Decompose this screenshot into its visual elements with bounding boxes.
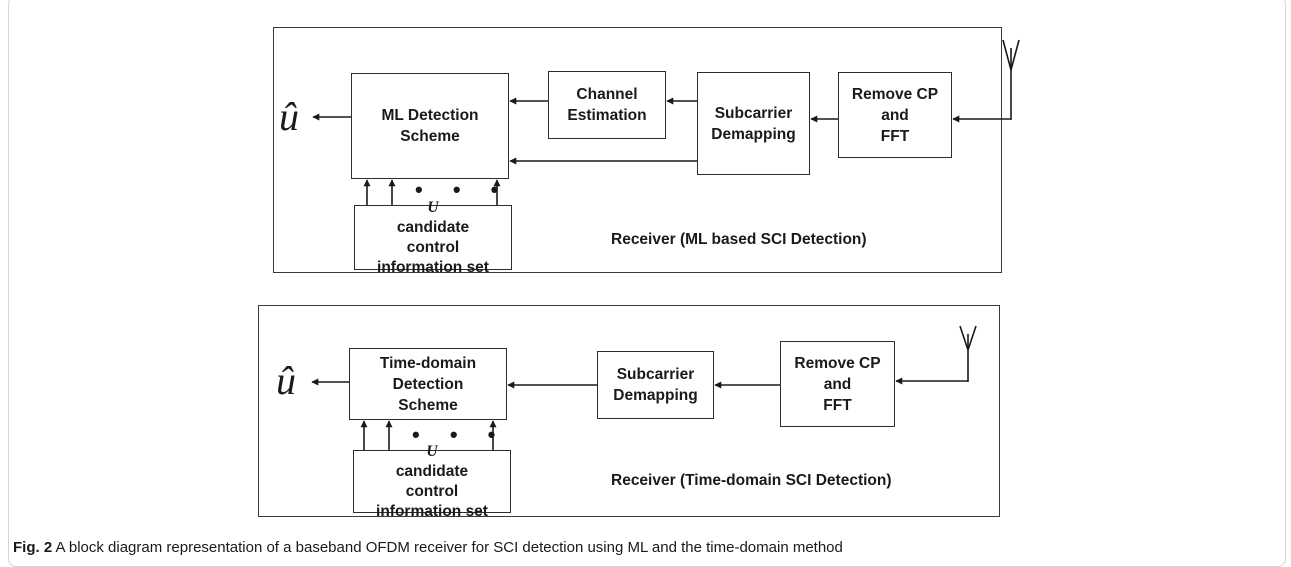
diagram2-title: Receiver (Time-domain SCI Detection): [611, 472, 892, 489]
diagram1-subcarrier-demapping-block: Subcarrier Demapping: [697, 72, 810, 175]
diagram1-output-symbol: û: [279, 94, 299, 139]
diagram1-remove-cp-fft-block: Remove CP and FFT: [838, 72, 952, 158]
figure-caption: Fig. 2 A block diagram representation of…: [13, 539, 843, 556]
diagram1-channel-estimation-block: Channel Estimation: [548, 71, 666, 139]
figure-caption-label: Fig. 2: [13, 539, 53, 556]
diagram1-title: Receiver (ML based SCI Detection): [611, 231, 867, 248]
diagram1-ellipsis: • • •: [415, 177, 511, 202]
diagram2-antenna-icon: [959, 325, 977, 382]
diagram1-candidate-var: U: [427, 198, 439, 216]
diagram2-remove-cp-fft-block: Remove CP and FFT: [780, 341, 895, 427]
diagram1-ml-detection-block: ML Detection Scheme: [351, 73, 509, 179]
diagram2-candidate-var: U: [426, 442, 438, 460]
diagram1-candidate-set-block: U candidate control information set: [354, 199, 512, 276]
diagram2-ellipsis: • • •: [412, 422, 508, 447]
diagram2-candidate-set-block: U candidate control information set: [353, 443, 511, 520]
diagram2-td-detection-block: Time-domain Detection Scheme: [349, 348, 507, 420]
diagram2-subcarrier-demapping-block: Subcarrier Demapping: [597, 351, 714, 419]
figure-caption-text: A block diagram representation of a base…: [52, 539, 843, 556]
diagram1-antenna-icon: [1002, 39, 1020, 120]
diagram2-output-symbol: û: [276, 358, 296, 403]
